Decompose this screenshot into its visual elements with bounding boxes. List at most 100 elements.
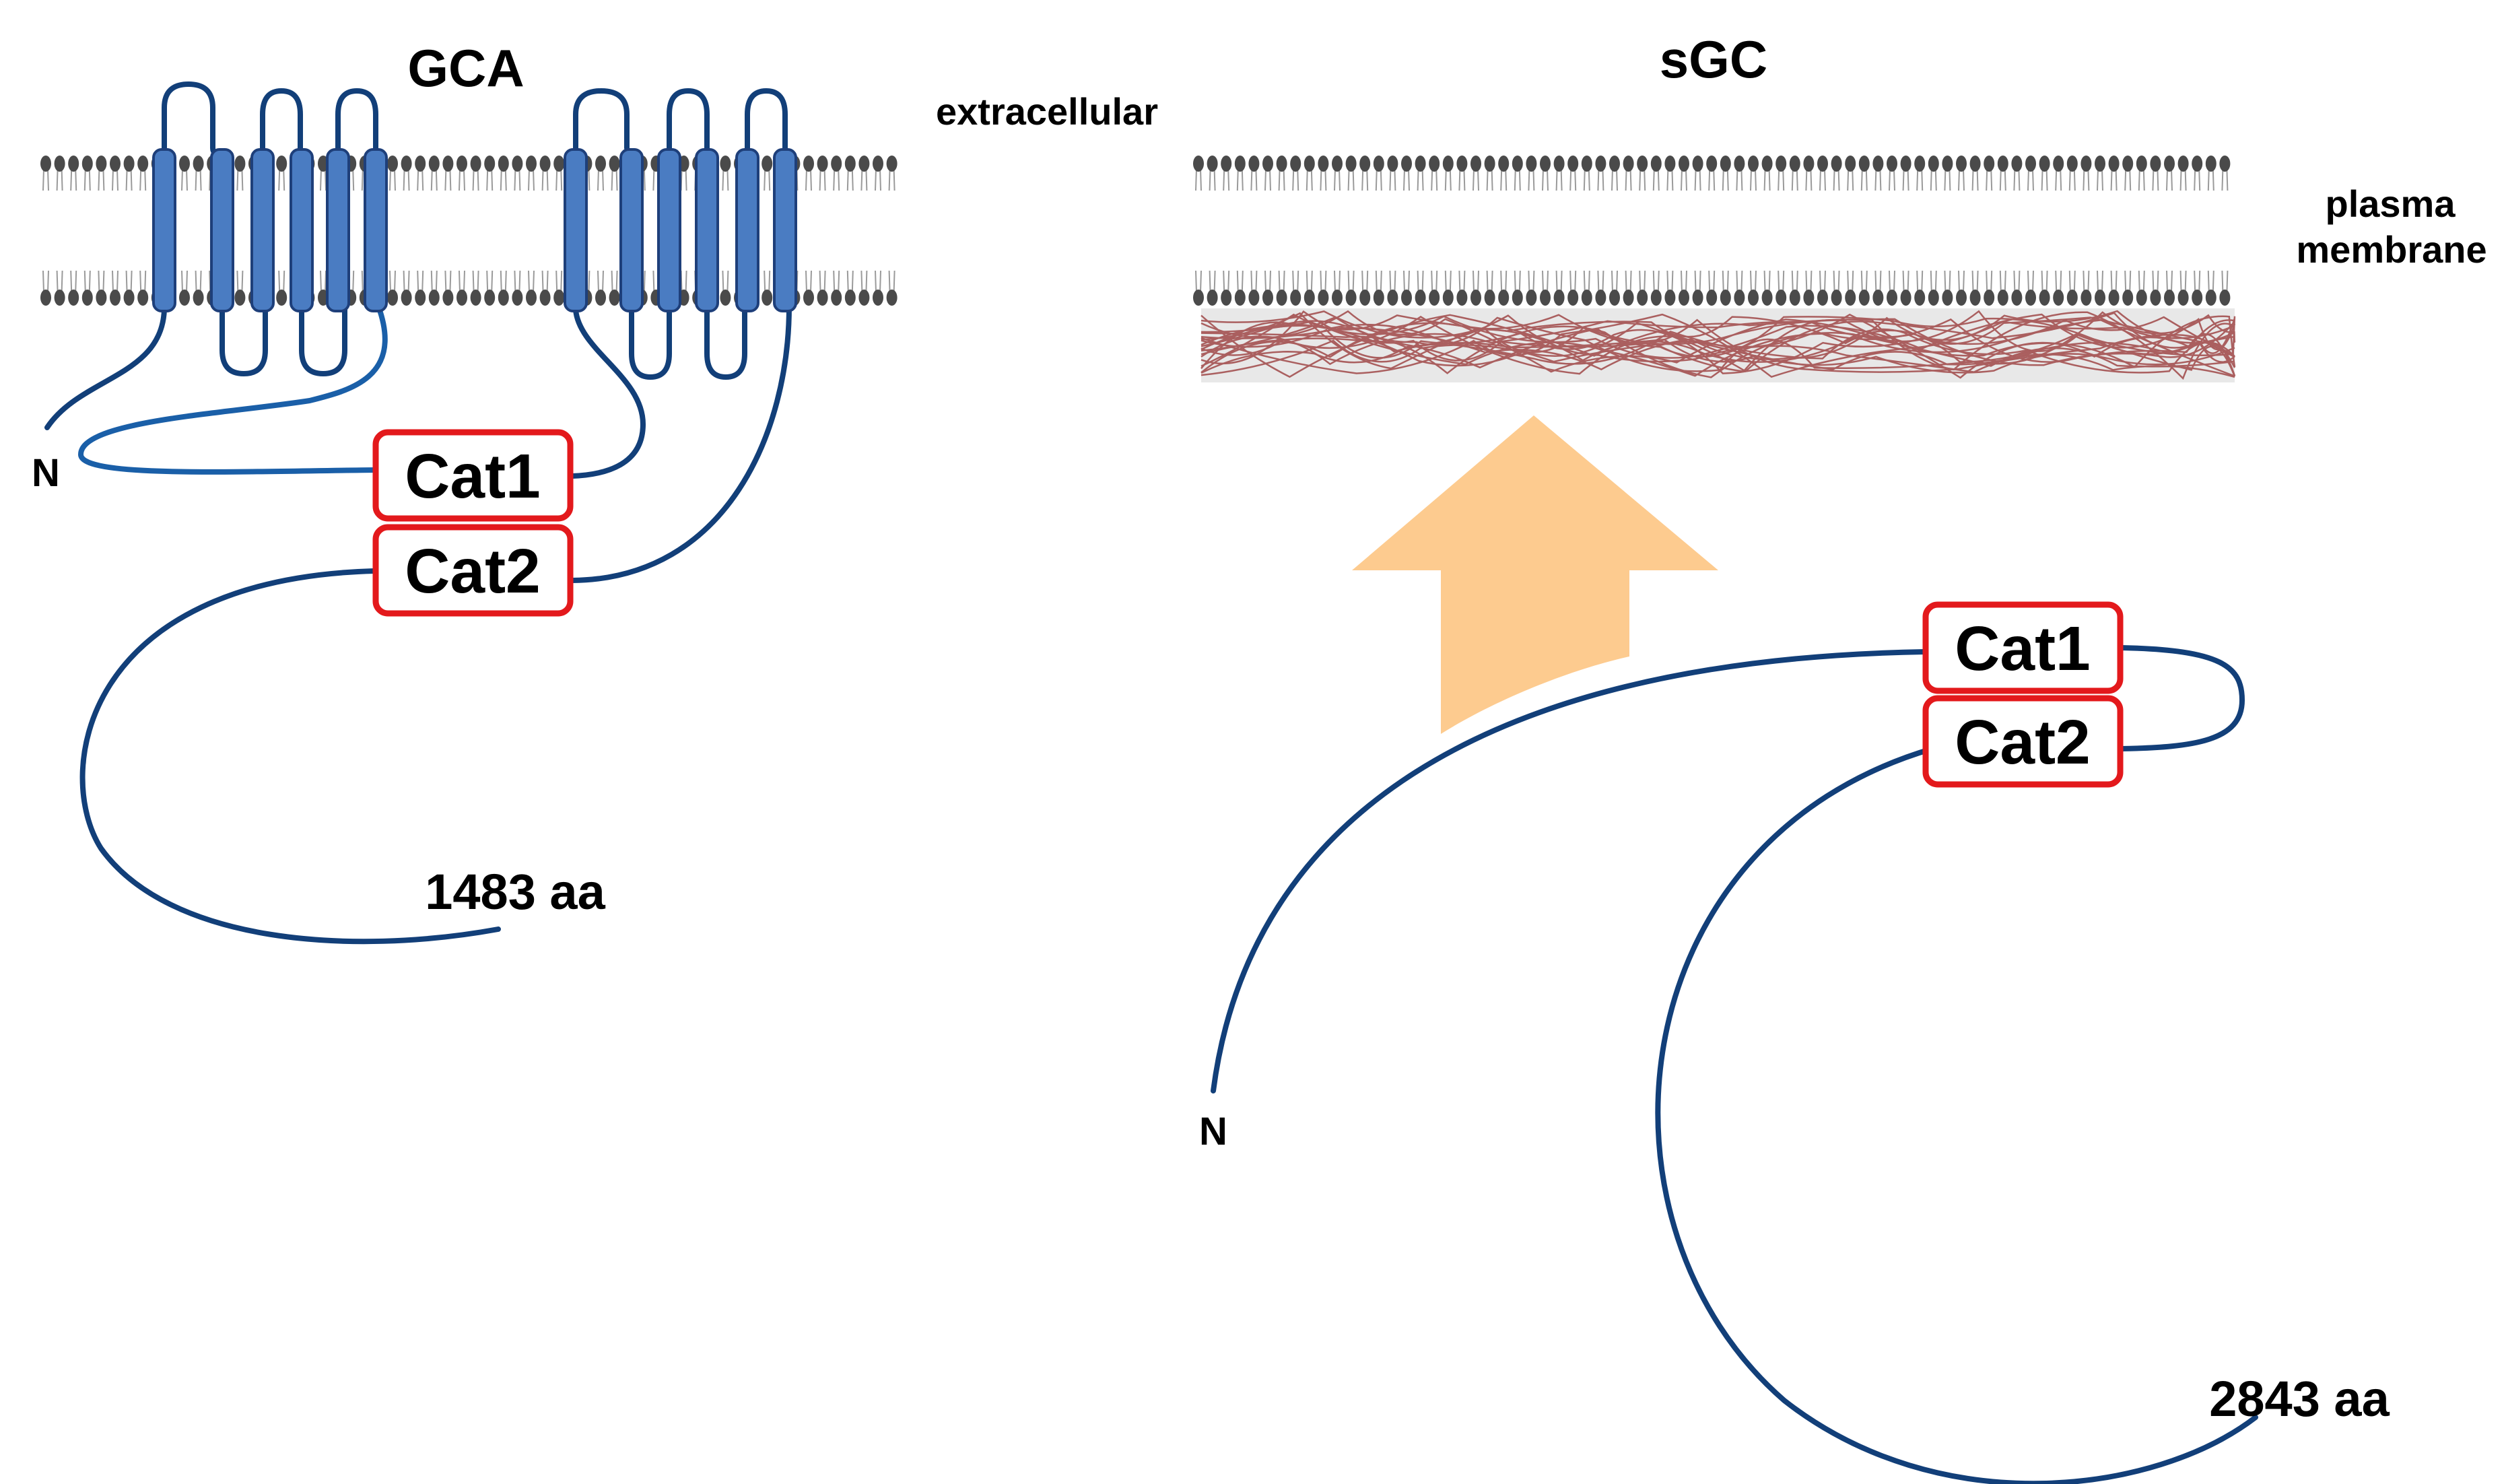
sgc-length-label: 2843 aa — [2209, 1371, 2390, 1427]
gca-cat1-domain: Cat1 — [372, 429, 574, 522]
gca-cat2-domain: Cat2 — [372, 524, 574, 617]
sgc-membrane-lipid — [2053, 156, 2064, 306]
sgc-membrane-lipid — [1664, 156, 1676, 306]
sgc-membrane-lipid — [1761, 156, 1773, 306]
gca-membrane-lipid — [234, 156, 246, 306]
sgc-membrane-lipid — [1650, 156, 1662, 306]
gca-membrane-lipid — [68, 156, 79, 306]
gca-title: GCA — [407, 38, 524, 98]
sgc-membrane-lipid — [1540, 156, 1551, 306]
gca-transmembrane-helices — [152, 148, 797, 312]
sgc-membrane-lipid — [1290, 156, 1301, 306]
sgc-membrane-lipid — [1456, 156, 1468, 306]
plasma-label: plasma — [2326, 182, 2456, 225]
sgc-title: sGC — [1660, 30, 1767, 89]
sgc-membrane-lipid — [2177, 156, 2189, 306]
sgc-cat2-label: Cat2 — [1955, 707, 2091, 777]
gca-membrane-lipid — [442, 156, 454, 306]
gca-membrane-lipid — [553, 156, 565, 306]
cytoskeleton-fiber — [1200, 325, 2235, 378]
gca-membrane-lipid — [81, 156, 93, 306]
gca-membrane-lipid — [595, 156, 606, 306]
sgc-membrane-lipid — [1442, 156, 1454, 306]
sgc-membrane-lipid — [1637, 156, 1648, 306]
sgc-membrane-lipid — [1332, 156, 1343, 306]
gca-membrane-lipid — [873, 156, 883, 306]
membrane-label: membrane — [2296, 228, 2486, 271]
transmembrane-helix — [619, 148, 644, 312]
sgc-membrane — [1193, 156, 2231, 306]
cytoskeleton-fiber — [1200, 315, 2235, 375]
sgc-membrane-lipid — [1193, 156, 1204, 306]
sgc-membrane-lipid — [1609, 156, 1620, 306]
gca-membrane-lipid — [179, 156, 190, 306]
gca-membrane-lipid — [817, 156, 828, 306]
gca-membrane-lipid — [456, 156, 467, 306]
sgc-membrane-lipid — [1872, 156, 1884, 306]
sgc-membrane-lipid — [1581, 156, 1592, 306]
sgc-cat1-domain: Cat1 — [1922, 601, 2124, 694]
transmembrane-helix — [564, 148, 588, 312]
sgc-membrane-lipid — [1679, 156, 1689, 306]
sgc-membrane-lipid — [1318, 156, 1329, 306]
cytoskeleton-fiber — [1200, 316, 2236, 368]
sgc-membrane-lipid — [1221, 156, 1232, 306]
cytoskeleton-fiber — [1200, 314, 2235, 378]
sgc-membrane-lipid — [1997, 156, 2008, 306]
sgc-membrane-lipid — [1845, 156, 1856, 306]
sgc-membrane-lipid — [1359, 156, 1371, 306]
sgc-membrane-lipid — [1526, 156, 1537, 306]
translocation-arrow — [1352, 415, 1718, 734]
sgc-membrane-lipid — [1720, 156, 1731, 306]
gca-membrane-lipid — [193, 156, 204, 306]
sgc-membrane-lipid — [1789, 156, 1800, 306]
sgc-membrane-lipid — [1498, 156, 1510, 306]
transmembrane-helix — [250, 148, 275, 312]
transmembrane-helix — [773, 148, 797, 312]
sgc-membrane-lipid — [2219, 156, 2231, 306]
cytoskeleton-fiber — [1200, 310, 2236, 377]
sgc-membrane-lipid — [1345, 156, 1357, 306]
gca-n-terminus-label: N — [32, 451, 60, 495]
gca-membrane-lipid — [526, 156, 537, 306]
sgc-membrane-lipid — [2011, 156, 2023, 306]
sgc-membrane-lipid — [1401, 156, 1412, 306]
sgc-membrane-lipid — [2066, 156, 2078, 306]
sgc-membrane-lipid — [1928, 156, 1939, 306]
cytoskeleton-fiber — [1200, 310, 2235, 380]
sgc-membrane-lipid — [1706, 156, 1718, 306]
gca-membrane-lipid — [137, 156, 149, 306]
gca-membrane-lipid — [123, 156, 135, 306]
sgc-membrane-lipid — [1234, 156, 1246, 306]
sgc-membrane-lipid — [1969, 156, 1981, 306]
gca-membrane-lipid — [498, 156, 509, 306]
gca-membrane-lipid — [858, 156, 870, 306]
sgc-membrane-lipid — [1817, 156, 1828, 306]
gca-membrane-lipid — [40, 156, 51, 306]
sgc-membrane-lipid — [1858, 156, 1870, 306]
sgc-membrane-lipid — [1373, 156, 1384, 306]
sgc-membrane-lipid — [2108, 156, 2120, 306]
sgc-membrane-lipid — [1831, 156, 1842, 306]
gca-polypeptide-chain — [44, 81, 792, 945]
gca-membrane-lipid — [387, 156, 398, 306]
cortical-cytoskeleton — [1200, 308, 2236, 382]
sgc-cat2-domain: Cat2 — [1922, 695, 2124, 788]
sgc-membrane-lipid — [1387, 156, 1398, 306]
cytoskeleton-fiber — [1200, 312, 2236, 372]
gca-membrane-lipid — [484, 156, 496, 306]
sgc-membrane-lipid — [1304, 156, 1315, 306]
gca-membrane-lipid — [428, 156, 440, 306]
sgc-membrane-lipid — [2025, 156, 2036, 306]
sgc-membrane-lipid — [2080, 156, 2092, 306]
gca-cat1-label: Cat1 — [405, 441, 541, 511]
sgc-membrane-lipid — [1567, 156, 1579, 306]
sgc-polypeptide-chain — [1211, 645, 2258, 1484]
sgc-membrane-lipid — [1748, 156, 1759, 306]
gca-membrane-lipid — [96, 156, 107, 306]
sgc-membrane-lipid — [1262, 156, 1273, 306]
gca-membrane-lipid — [401, 156, 412, 306]
sgc-membrane-lipid — [2205, 156, 2217, 306]
sgc-membrane-lipid — [1887, 156, 1897, 306]
gca-membrane-lipid — [54, 156, 65, 306]
